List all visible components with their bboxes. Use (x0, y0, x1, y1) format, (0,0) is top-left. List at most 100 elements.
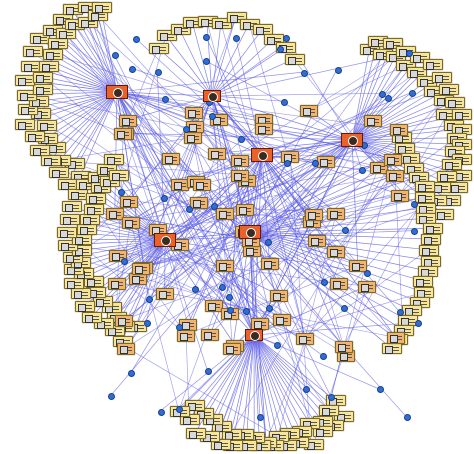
graph-endpoint-dot[interactable] (385, 95, 393, 103)
graph-endpoint-dot[interactable] (408, 89, 416, 97)
graph-node-inner[interactable] (120, 195, 139, 208)
graph-endpoint-dot[interactable] (191, 285, 199, 293)
graph-endpoint-dot[interactable] (160, 195, 168, 202)
graph-hub-left[interactable] (154, 233, 176, 247)
graph-node-inner[interactable] (270, 290, 289, 303)
graph-node-leaf[interactable] (38, 60, 59, 72)
graph-node-leaf[interactable] (22, 46, 43, 58)
graph-endpoint-dot[interactable] (108, 393, 116, 401)
graph-node-leaf[interactable] (33, 71, 54, 83)
graph-node-leaf[interactable] (184, 400, 205, 412)
graph-node-inner[interactable] (108, 250, 127, 263)
graph-node-leaf[interactable] (104, 325, 125, 337)
graph-node-inner[interactable] (243, 245, 262, 258)
graph-node-inner[interactable] (215, 207, 234, 220)
graph-endpoint-dot[interactable] (334, 66, 342, 74)
graph-endpoint-dot[interactable] (406, 50, 414, 58)
graph-endpoint-dot[interactable] (312, 159, 320, 167)
graph-endpoint-dot[interactable] (303, 386, 311, 394)
graph-node-inner[interactable] (260, 257, 279, 270)
graph-node-leaf[interactable] (62, 201, 83, 213)
graph-node-leaf[interactable] (84, 203, 105, 215)
graph-hub-top-right[interactable] (341, 133, 363, 147)
graph-node-inner[interactable] (183, 132, 202, 145)
graph-node-inner[interactable] (114, 128, 133, 141)
graph-node-inner[interactable] (348, 260, 367, 273)
graph-node-leaf[interactable] (18, 103, 39, 115)
graph-node-inner[interactable] (254, 123, 273, 136)
graph-node-inner[interactable] (162, 153, 181, 166)
graph-node-leaf[interactable] (71, 288, 92, 300)
graph-node-inner[interactable] (327, 207, 346, 220)
graph-node-leaf[interactable] (253, 24, 274, 36)
graph-node-leaf[interactable] (226, 11, 247, 23)
graph-endpoint-dot[interactable] (202, 57, 210, 65)
graph-endpoint-dot[interactable] (218, 284, 226, 292)
graph-node-leaf[interactable] (170, 24, 191, 36)
graph-endpoint-dot[interactable] (237, 136, 245, 144)
graph-node-inner[interactable] (330, 278, 349, 291)
graph-node-leaf[interactable] (382, 343, 403, 355)
graph-endpoint-dot[interactable] (396, 308, 404, 316)
graph-node-leaf[interactable] (319, 404, 340, 416)
graph-node-inner[interactable] (177, 329, 196, 342)
graph-node-leaf[interactable] (77, 223, 98, 235)
graph-node-leaf[interactable] (415, 181, 436, 193)
graph-node-inner[interactable] (386, 169, 405, 182)
graph-node-inner[interactable] (231, 155, 250, 168)
graph-node-leaf[interactable] (186, 427, 207, 439)
graph-node-leaf[interactable] (415, 192, 436, 204)
graph-node-leaf[interactable] (445, 97, 466, 109)
graph-node-leaf[interactable] (312, 426, 333, 438)
graph-node-inner[interactable] (299, 105, 318, 118)
graph-node-leaf[interactable] (32, 83, 53, 95)
graph-node-inner[interactable] (215, 260, 234, 273)
graph-endpoint-dot[interactable] (205, 368, 213, 376)
graph-node-inner[interactable] (108, 277, 127, 290)
graph-endpoint-dot[interactable] (376, 386, 384, 394)
graph-node-inner[interactable] (205, 300, 224, 313)
graph-endpoint-dot[interactable] (203, 34, 211, 42)
graph-node-leaf[interactable] (149, 43, 170, 55)
graph-endpoint-dot[interactable] (277, 45, 285, 53)
graph-node-inner[interactable] (296, 332, 315, 345)
graph-endpoint-dot[interactable] (320, 278, 328, 286)
graph-endpoint-dot[interactable] (415, 319, 423, 327)
graph-node-inner[interactable] (358, 280, 376, 293)
graph-node-inner[interactable] (308, 235, 327, 248)
graph-endpoint-dot[interactable] (410, 228, 418, 236)
graph-node-leaf[interactable] (212, 17, 232, 29)
graph-node-leaf[interactable] (59, 214, 80, 226)
graph-endpoint-dot[interactable] (157, 408, 165, 416)
graph-node-leaf[interactable] (284, 54, 305, 66)
graph-node-leaf[interactable] (197, 16, 218, 28)
graph-endpoint-dot[interactable] (129, 65, 136, 73)
graph-node-leaf[interactable] (57, 239, 78, 251)
graph-node-leaf[interactable] (434, 209, 455, 221)
graph-node-leaf[interactable] (396, 60, 417, 72)
graph-node-inner[interactable] (201, 328, 220, 341)
graph-endpoint-dot[interactable] (145, 295, 153, 303)
graph-node-leaf[interactable] (436, 170, 457, 182)
graph-node-leaf[interactable] (91, 2, 112, 13)
graph-endpoint-dot[interactable] (233, 34, 241, 42)
graph-node-leaf[interactable] (80, 213, 101, 225)
graph-node-leaf[interactable] (180, 413, 201, 425)
graph-endpoint-dot[interactable] (328, 393, 336, 401)
graph-node-leaf[interactable] (36, 119, 57, 131)
graph-endpoint-dot[interactable] (225, 294, 233, 302)
graph-node-leaf[interactable] (86, 192, 107, 204)
graph-node-leaf[interactable] (423, 58, 444, 70)
graph-node-inner[interactable] (334, 341, 353, 354)
graph-endpoint-dot[interactable] (210, 202, 218, 210)
graph-node-inner[interactable] (272, 314, 291, 327)
graph-node-inner[interactable] (250, 317, 269, 330)
graph-node-inner[interactable] (121, 216, 140, 229)
graph-endpoint-dot[interactable] (301, 69, 309, 77)
graph-node-leaf[interactable] (409, 51, 430, 63)
graph-endpoint-dot[interactable] (359, 166, 367, 174)
graph-node-leaf[interactable] (48, 166, 69, 178)
graph-endpoint-dot[interactable] (257, 413, 265, 421)
graph-node-leaf[interactable] (413, 275, 434, 287)
graph-node-inner[interactable] (207, 148, 226, 161)
